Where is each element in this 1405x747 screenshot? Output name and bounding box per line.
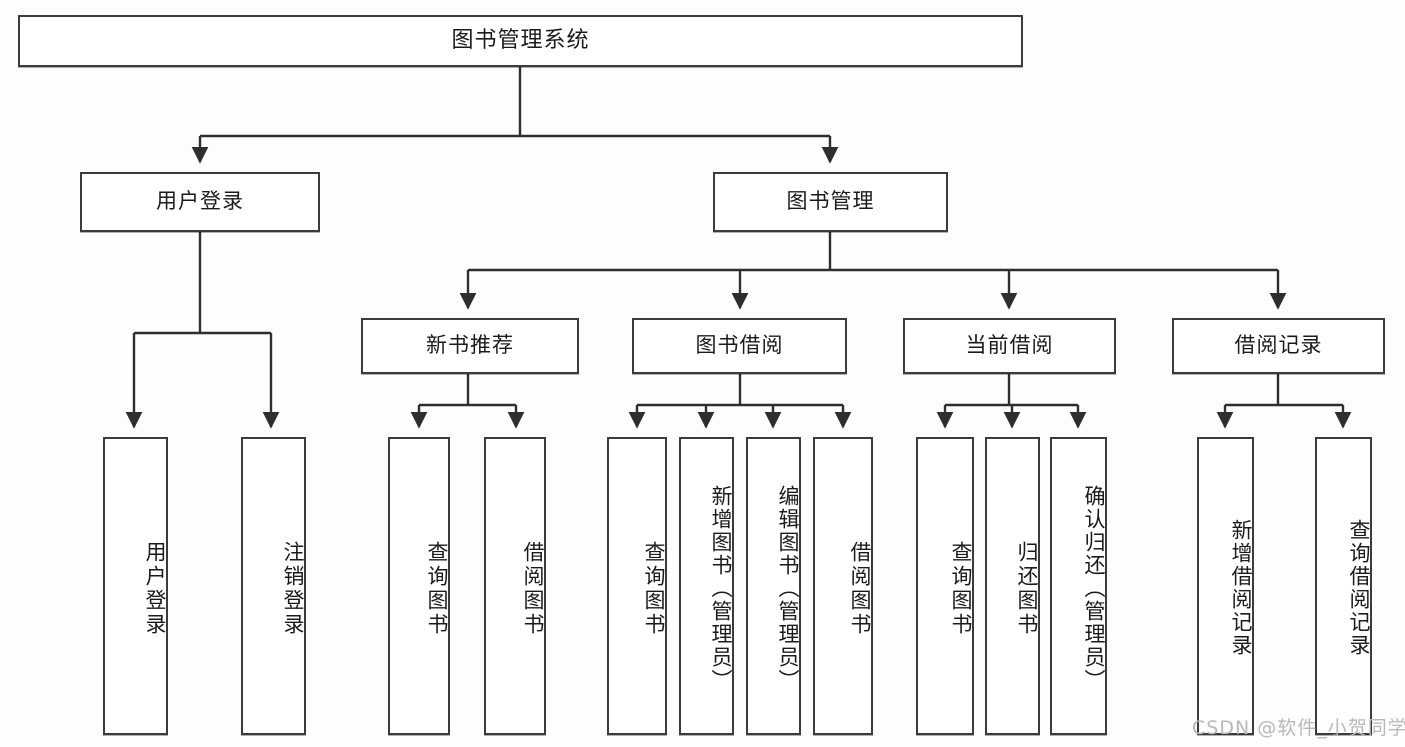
leaf-borrow-query[interactable]: 查询图书 xyxy=(607,437,667,735)
leaf-cur-return[interactable]: 归还图书 xyxy=(985,437,1040,735)
watermark-text: CSDN @软件_小贺同学 xyxy=(1192,717,1405,739)
leaf-label: 注销登录 xyxy=(281,541,305,637)
leaf-label: 查询借阅记录 xyxy=(1347,519,1371,657)
leaf-label: 查询图书 xyxy=(425,541,449,637)
node-root-system[interactable]: 图书管理系统 xyxy=(18,15,1023,67)
leaf-rec-borrow[interactable]: 借阅图书 xyxy=(484,437,546,735)
leaf-label: 借阅图书 xyxy=(848,541,872,637)
leaf-label: 新增图书（管理员） xyxy=(709,484,733,692)
leaf-borrow-add[interactable]: 新增图书（管理员） xyxy=(679,437,734,735)
leaf-cur-confirm[interactable]: 确认归还（管理员） xyxy=(1050,437,1107,735)
leaf-label: 用户登录 xyxy=(143,541,167,637)
leaf-user-logout[interactable]: 注销登录 xyxy=(241,437,306,735)
leaf-label: 查询图书 xyxy=(949,541,973,637)
node-user-login[interactable]: 用户登录 xyxy=(80,172,320,232)
leaf-label: 编辑图书（管理员） xyxy=(776,484,800,692)
leaf-label: 确认归还（管理员） xyxy=(1082,484,1106,692)
leaf-record-query[interactable]: 查询借阅记录 xyxy=(1315,437,1372,735)
leaf-user-login[interactable]: 用户登录 xyxy=(103,437,168,735)
node-new-book-recommend[interactable]: 新书推荐 xyxy=(361,318,579,374)
node-book-borrow[interactable]: 图书借阅 xyxy=(632,318,847,374)
node-borrow-record[interactable]: 借阅记录 xyxy=(1172,318,1385,374)
leaf-borrow-edit[interactable]: 编辑图书（管理员） xyxy=(746,437,801,735)
leaf-label: 新增借阅记录 xyxy=(1229,519,1253,657)
leaf-cur-query[interactable]: 查询图书 xyxy=(916,437,974,735)
leaf-record-add[interactable]: 新增借阅记录 xyxy=(1197,437,1254,735)
node-current-borrow[interactable]: 当前借阅 xyxy=(903,318,1116,374)
leaf-borrow-lend[interactable]: 借阅图书 xyxy=(813,437,873,735)
node-book-manage[interactable]: 图书管理 xyxy=(713,172,948,232)
leaf-label: 归还图书 xyxy=(1015,541,1039,637)
leaf-label: 借阅图书 xyxy=(521,541,545,637)
leaf-rec-query[interactable]: 查询图书 xyxy=(388,437,450,735)
leaf-label: 查询图书 xyxy=(642,541,666,637)
